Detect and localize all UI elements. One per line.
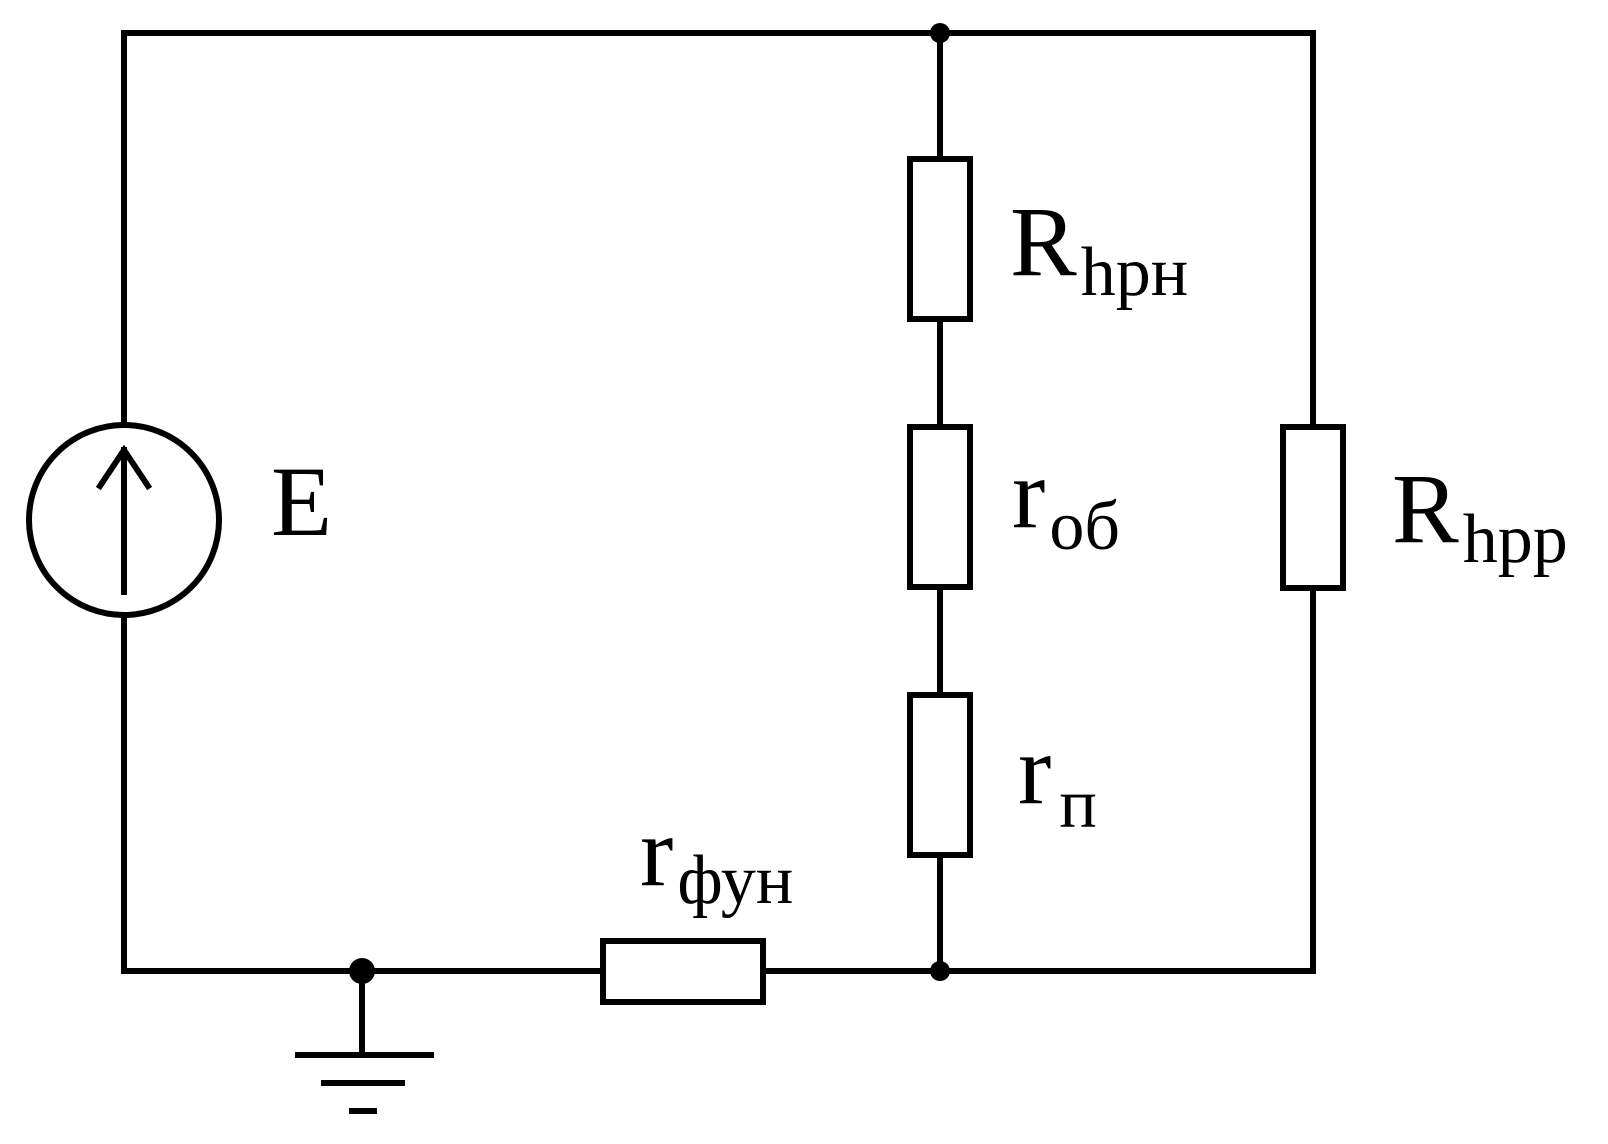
label-r-ob: r об bbox=[1012, 438, 1120, 565]
voltage-source bbox=[26, 422, 222, 618]
label-r-fun-sub: фун bbox=[677, 842, 793, 919]
label-r-fun-main: r bbox=[640, 796, 673, 907]
label-r-hrn-sub: hрн bbox=[1081, 234, 1188, 311]
label-r-fun: r фун bbox=[640, 796, 793, 919]
junction-ground-node bbox=[349, 958, 375, 984]
resistor-r-fun bbox=[600, 938, 766, 1005]
resistor-r-p bbox=[907, 692, 973, 858]
ground-icon bbox=[295, 1052, 434, 1114]
label-r-p-sub: п bbox=[1059, 766, 1096, 843]
resistor-r-hrn bbox=[907, 156, 973, 322]
resistor-r-hrr bbox=[1280, 424, 1346, 591]
label-r-hrr-sub: hрр bbox=[1463, 501, 1568, 578]
arrow-up-icon bbox=[95, 444, 153, 491]
label-r-ob-main: r bbox=[1012, 438, 1045, 549]
label-r-hrn-main: R bbox=[1010, 186, 1077, 297]
resistor-r-ob bbox=[907, 424, 973, 590]
label-r-ob-sub: об bbox=[1049, 488, 1120, 565]
junction-top-middle bbox=[930, 23, 950, 43]
junction-bottom-middle bbox=[930, 961, 950, 981]
label-r-hrr-main: R bbox=[1392, 453, 1459, 564]
label-r-p-main: r bbox=[1018, 714, 1051, 825]
label-r-hrn: R hрн bbox=[1010, 186, 1188, 311]
label-r-p: r п bbox=[1018, 714, 1097, 843]
label-r-hrr: R hрр bbox=[1392, 453, 1568, 578]
label-source: E bbox=[271, 446, 332, 557]
